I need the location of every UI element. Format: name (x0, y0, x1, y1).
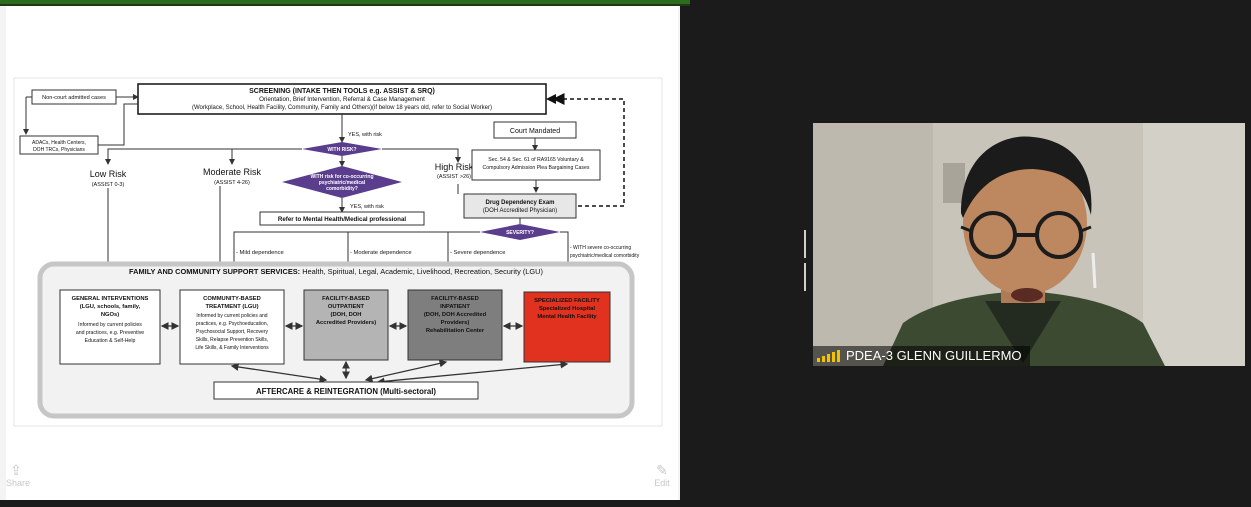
gi-body3: Education & Self-Help (85, 338, 136, 344)
cb-body2: practices, e.g. Psychoeducation, (196, 321, 268, 327)
edit-icon[interactable]: ✎ Edit (652, 462, 672, 488)
screening-title: SCREENING (INTAKE THEN TOOLS e.g. ASSIST… (249, 88, 435, 95)
severity-diamond (480, 224, 560, 240)
severe-cooccur-1: - WITH severe co-occurring (570, 245, 631, 251)
shared-slide: SCREENING (INTAKE THEN TOOLS e.g. ASSIST… (6, 6, 678, 500)
yes-with-risk-2: YES, with risk (350, 204, 384, 210)
share-label: Share (6, 478, 31, 488)
mild-dependence: - Mild dependence (236, 250, 284, 256)
community-based-box (179, 289, 285, 365)
cb-body4: Skills, Relapse Prevention Skills, (196, 337, 269, 343)
fo-title1: FACILITY-BASED (322, 296, 370, 302)
yes-with-risk-1: YES, with risk (348, 132, 382, 138)
with-risk-label: WITH RISK? (327, 147, 356, 153)
fi-title2: INPATIENT (440, 304, 470, 310)
window-top-bar (0, 0, 690, 6)
participant-video (813, 123, 1245, 366)
gi-body2: and practices, e.g. Preventive (76, 330, 144, 336)
high-risk-sub: (ASSIST >26) (437, 174, 471, 180)
cooccur-line1: WITH risk for co-occurring (310, 174, 373, 180)
high-risk: High Risk (435, 162, 474, 172)
cb-body3: Psychosocial Support, Recovery (196, 329, 268, 335)
gi-title2: (LGU, schools, family, (80, 304, 141, 310)
gi-title3: NGOs) (101, 312, 119, 318)
adacs-line2: DOH TRCs, Physicians (33, 147, 85, 153)
aftercare-box (213, 381, 479, 400)
refer-mental-box (259, 211, 425, 226)
specialized-facility-box (523, 291, 611, 363)
participant-name-tag: PDEA-3 GLENN GUILLERMO (813, 346, 1030, 366)
cb-title1: COMMUNITY-BASED (203, 296, 261, 302)
severe-cooccur-2: psychiatric/medical comorbidity (570, 253, 640, 259)
facility-outpatient-box (303, 289, 389, 361)
participant-name: PDEA-3 GLENN GUILLERMO (846, 348, 1022, 363)
cooccurring-diamond (282, 166, 402, 198)
fi-title4: Providers) (441, 320, 470, 326)
facility-inpatient-box (407, 289, 503, 361)
sf-title3: Mental Health Facility (537, 314, 597, 320)
cooccur-line3: comorbidity? (326, 186, 358, 192)
sf-title2: Specialized Hospital (539, 306, 595, 312)
fo-title2: OUTPATIENT (328, 304, 365, 310)
fo-title3: (DOH, DOH (331, 312, 362, 318)
severe-dependence: - Severe dependence (450, 250, 505, 256)
flowchart: SCREENING (INTAKE THEN TOOLS e.g. ASSIST… (13, 77, 663, 427)
sf-title1: SPECIALIZED FACILITY (534, 298, 600, 304)
fo-title4: Accredited Providers) (316, 320, 376, 326)
court-mandated-label: Court Mandated (510, 128, 560, 135)
share-icon[interactable]: ⇪ Share (6, 462, 31, 488)
severity-label: SEVERITY? (506, 230, 534, 236)
aftercare-label: AFTERCARE & REINTEGRATION (Multi-sectora… (256, 387, 436, 396)
sec-line1: Sec. 54 & Sec. 61 of RA9165 Voluntary & (488, 157, 584, 163)
mic-level-icon (817, 350, 840, 362)
edit-label: Edit (654, 478, 670, 488)
adacs-line1: ADACs, Health Centers, (32, 140, 86, 146)
cb-title2: TREATMENT (LGU) (205, 304, 258, 310)
moderate-dependence: - Moderate dependence (350, 250, 412, 256)
screening-line3: (Workplace, School, Health Facility, Com… (192, 105, 492, 111)
gi-title1: GENERAL INTERVENTIONS (72, 296, 149, 302)
sec-line2: Compulsory Admission Plea Bargaining Cas… (483, 165, 590, 171)
screening-line2: Orientation, Brief Intervention, Referra… (259, 96, 425, 103)
moderate-risk: Moderate Risk (203, 167, 262, 177)
cb-body5: Life Skills, & Family Interventions (195, 345, 269, 351)
with-risk-diamond (302, 142, 382, 156)
refer-mental-label: Refer to Mental Health/Medical professio… (278, 216, 407, 223)
low-risk-sub: (ASSIST 0-3) (92, 182, 125, 188)
sec-box (471, 149, 601, 181)
fi-title5: Rehabilitation Center (426, 328, 485, 334)
dde-line2: (DOH Accredited Physician) (483, 208, 557, 214)
gi-body1: Informed by current policies (78, 322, 142, 328)
moderate-risk-sub: (ASSIST 4-26) (214, 180, 250, 186)
fi-title1: FACILITY-BASED (431, 296, 479, 302)
dde-line1: Drug Dependency Exam (485, 200, 554, 206)
panel-resize-handle[interactable] (804, 230, 810, 291)
cb-body1: Informed by current policies and (196, 313, 267, 319)
general-interventions-box (59, 289, 161, 365)
low-risk: Low Risk (90, 169, 127, 179)
shared-screen: SCREENING (INTAKE THEN TOOLS e.g. ASSIST… (0, 6, 680, 500)
cooccur-line2: psychiatric/medical (319, 180, 366, 186)
fi-title3: (DOH, DOH Accredited (424, 312, 487, 318)
participant-video-tile[interactable]: PDEA-3 GLENN GUILLERMO (813, 123, 1245, 366)
non-court-label: Non-court admitted cases (42, 95, 106, 101)
family-community-label: FAMILY AND COMMUNITY SUPPORT SERVICES: H… (129, 267, 543, 276)
dde-box (463, 193, 577, 219)
